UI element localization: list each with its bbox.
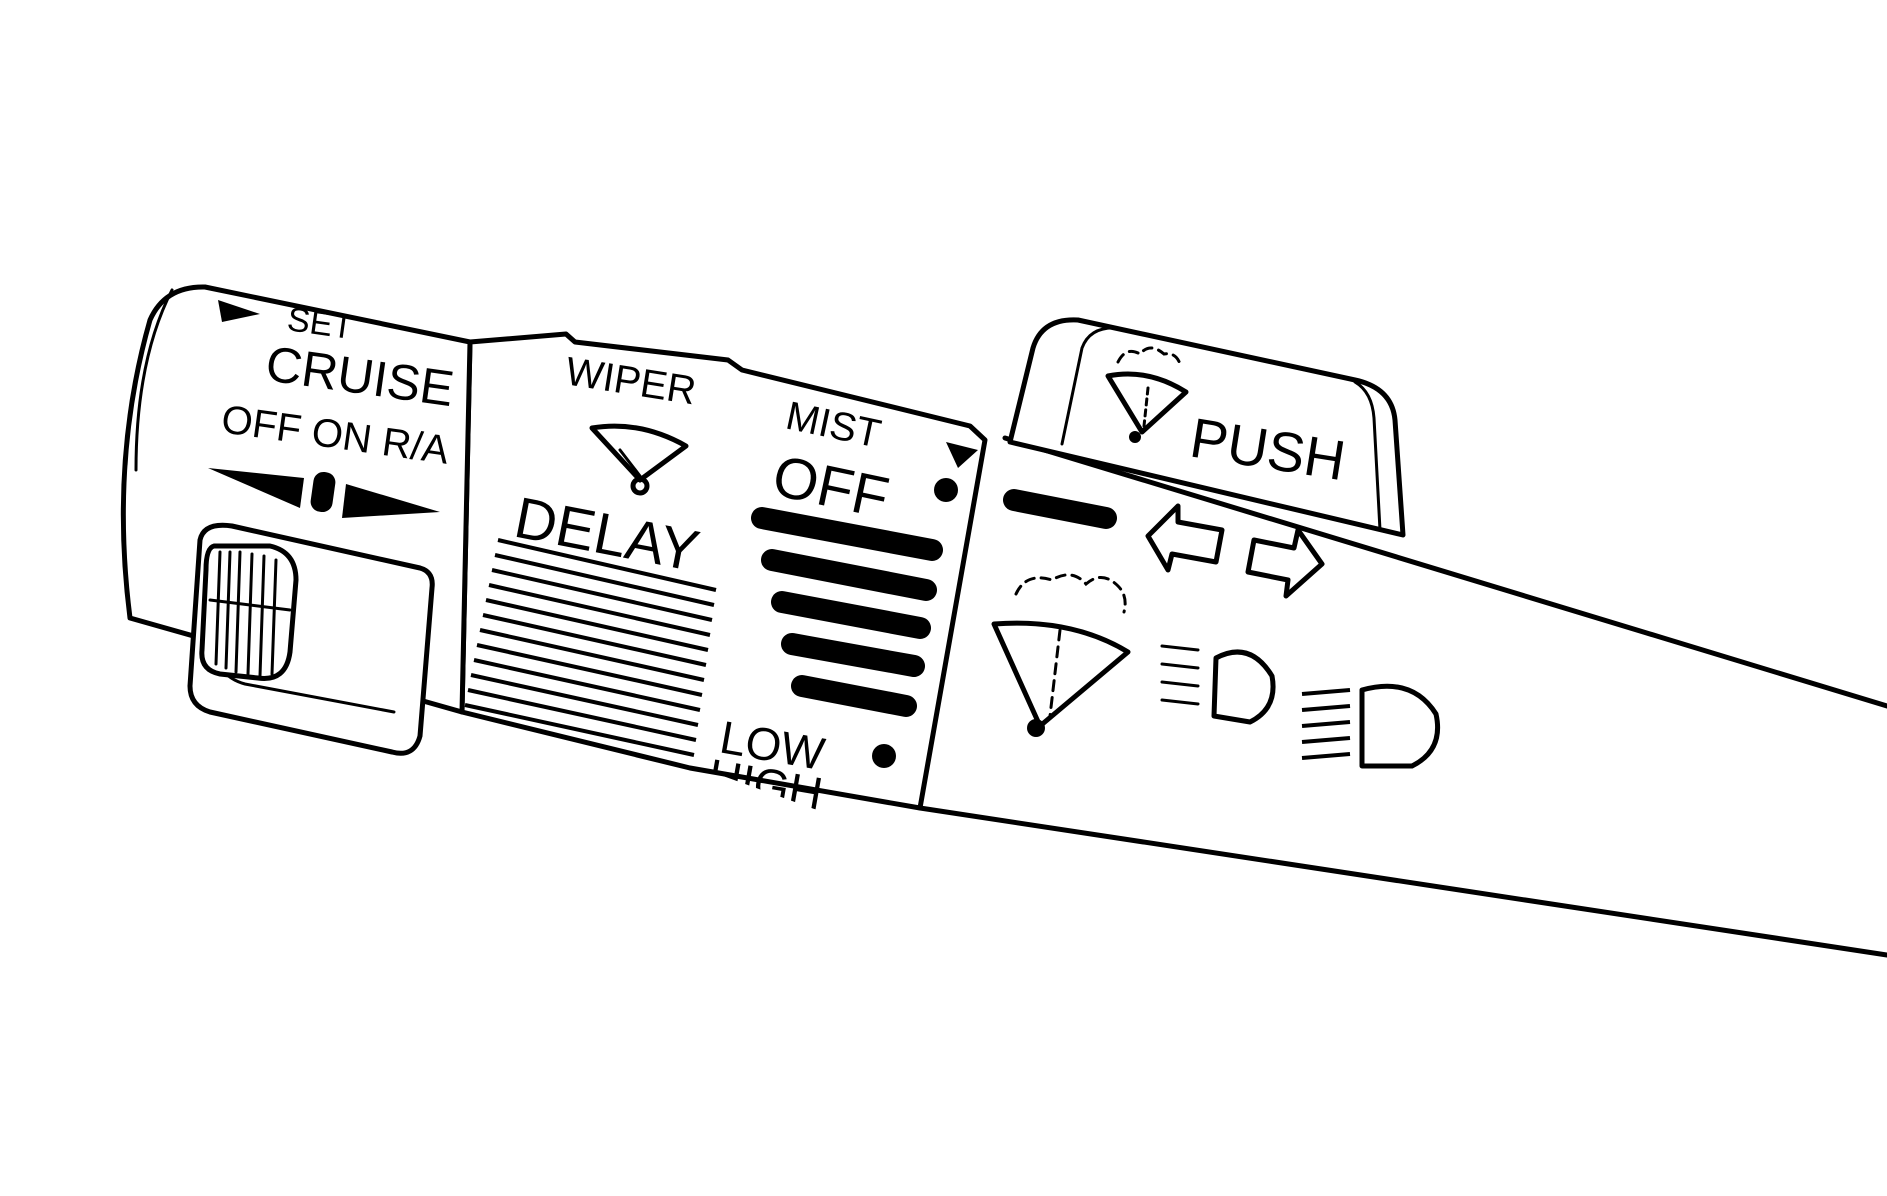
delay-position-5[interactable] [791,675,917,717]
wiper-icon [589,423,689,496]
cruise-thumbwheel[interactable] [199,543,299,681]
low-beam-headlamp-icon [1160,644,1276,725]
washer-icon [991,573,1131,737]
lever-stalk [917,435,1887,958]
washer-push-button[interactable]: PUSH [1007,317,1406,538]
delay-positions[interactable] [751,507,943,717]
low-detent-dot [872,744,896,768]
washer-small-icon [1105,346,1189,443]
mist-arrow-icon [946,442,978,468]
high-beam-headlamp-icon [1301,683,1441,769]
delay-position-2[interactable] [761,549,937,601]
wiper-band[interactable]: WIPER MIST OFF DELAY [459,331,988,820]
set-label: SET [285,300,356,347]
delay-position-1[interactable] [751,507,943,561]
off-detent-dot [934,478,958,502]
flash-to-pass-bar [1003,489,1117,529]
set-arrow-icon [218,300,260,322]
cruise-position-arrows-icon [208,468,440,518]
wiper-grip[interactable] [464,538,717,757]
delay-position-4[interactable] [781,633,925,677]
delay-position-3[interactable] [771,591,931,639]
turn-signal-arrows-icon [1145,503,1325,599]
